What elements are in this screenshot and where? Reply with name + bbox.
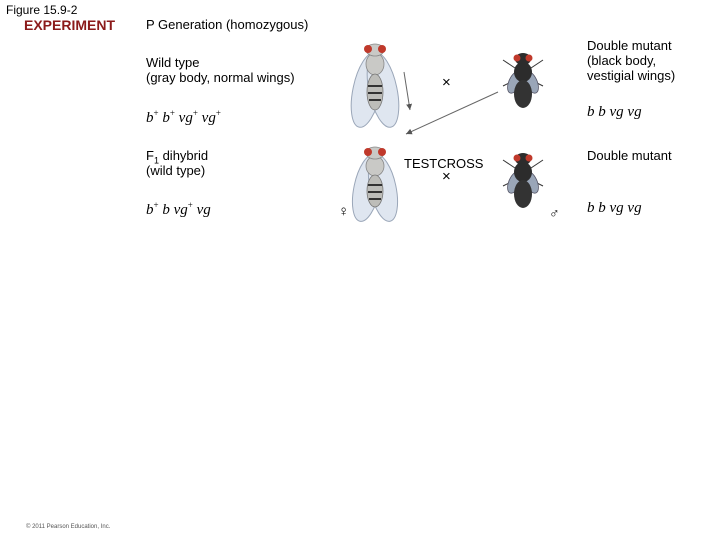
experiment-label: EXPERIMENT: [24, 17, 116, 33]
testcross-double-mutant-genotype: b b vg vg: [587, 200, 642, 216]
f1-subscript: 1: [153, 155, 159, 166]
double-mutant-phenotype-line2: vestigial wings): [587, 68, 676, 83]
double-mutant-phenotype-line1: (black body,: [587, 53, 657, 68]
allele: vg: [178, 110, 193, 126]
double-mutant-genotype: b b vg vg: [587, 104, 642, 120]
double-mutant-label: Double mutant: [587, 38, 672, 53]
testcross-mutant-fly-icon: [502, 153, 544, 208]
allele-superscript: +: [169, 108, 175, 118]
double-mutant-fly-icon: [502, 53, 544, 108]
female-symbol: ♀: [338, 203, 350, 220]
allele-superscript: +: [187, 200, 193, 210]
copyright: © 2011 Pearson Education, Inc.: [26, 524, 111, 530]
testcross-symbol: ×: [442, 168, 451, 185]
p-generation-heading: P Generation (homozygous): [146, 17, 309, 32]
allele-superscript: +: [153, 200, 159, 210]
allele: vg: [196, 202, 211, 218]
f1-label: F1 dihybrid: [146, 148, 208, 169]
f1-main: F: [146, 148, 154, 163]
allele-superscript: +: [215, 108, 221, 118]
cross-arrow-right: [405, 91, 499, 135]
wild-type-genotype: b+ b+ vg+ vg+: [146, 108, 221, 127]
allele: b: [146, 110, 154, 126]
allele-superscript: +: [192, 108, 198, 118]
cross-symbol: ×: [442, 74, 451, 91]
allele: vg: [201, 110, 216, 126]
testcross-double-mutant-label: Double mutant: [587, 148, 672, 163]
f1-rest: dihybrid: [158, 148, 209, 163]
allele: b: [162, 110, 170, 126]
f1-phenotype: (wild type): [146, 163, 206, 178]
f1-fly-icon: [351, 146, 399, 222]
f1-genotype: b+ b vg+ vg: [146, 200, 211, 219]
testcross-label: TESTCROSS: [404, 156, 484, 171]
wild-type-phenotype: (gray body, normal wings): [146, 70, 295, 85]
male-symbol: ♂: [549, 205, 560, 221]
wild-type-fly-icon: [350, 43, 400, 128]
wild-type-label: Wild type: [146, 55, 200, 70]
allele-superscript: +: [153, 108, 159, 118]
figure-label: Figure 15.9-2: [6, 3, 78, 17]
allele: vg: [173, 202, 188, 218]
cross-arrow-left: [403, 71, 413, 111]
allele: b: [146, 202, 154, 218]
allele: b: [162, 202, 170, 218]
